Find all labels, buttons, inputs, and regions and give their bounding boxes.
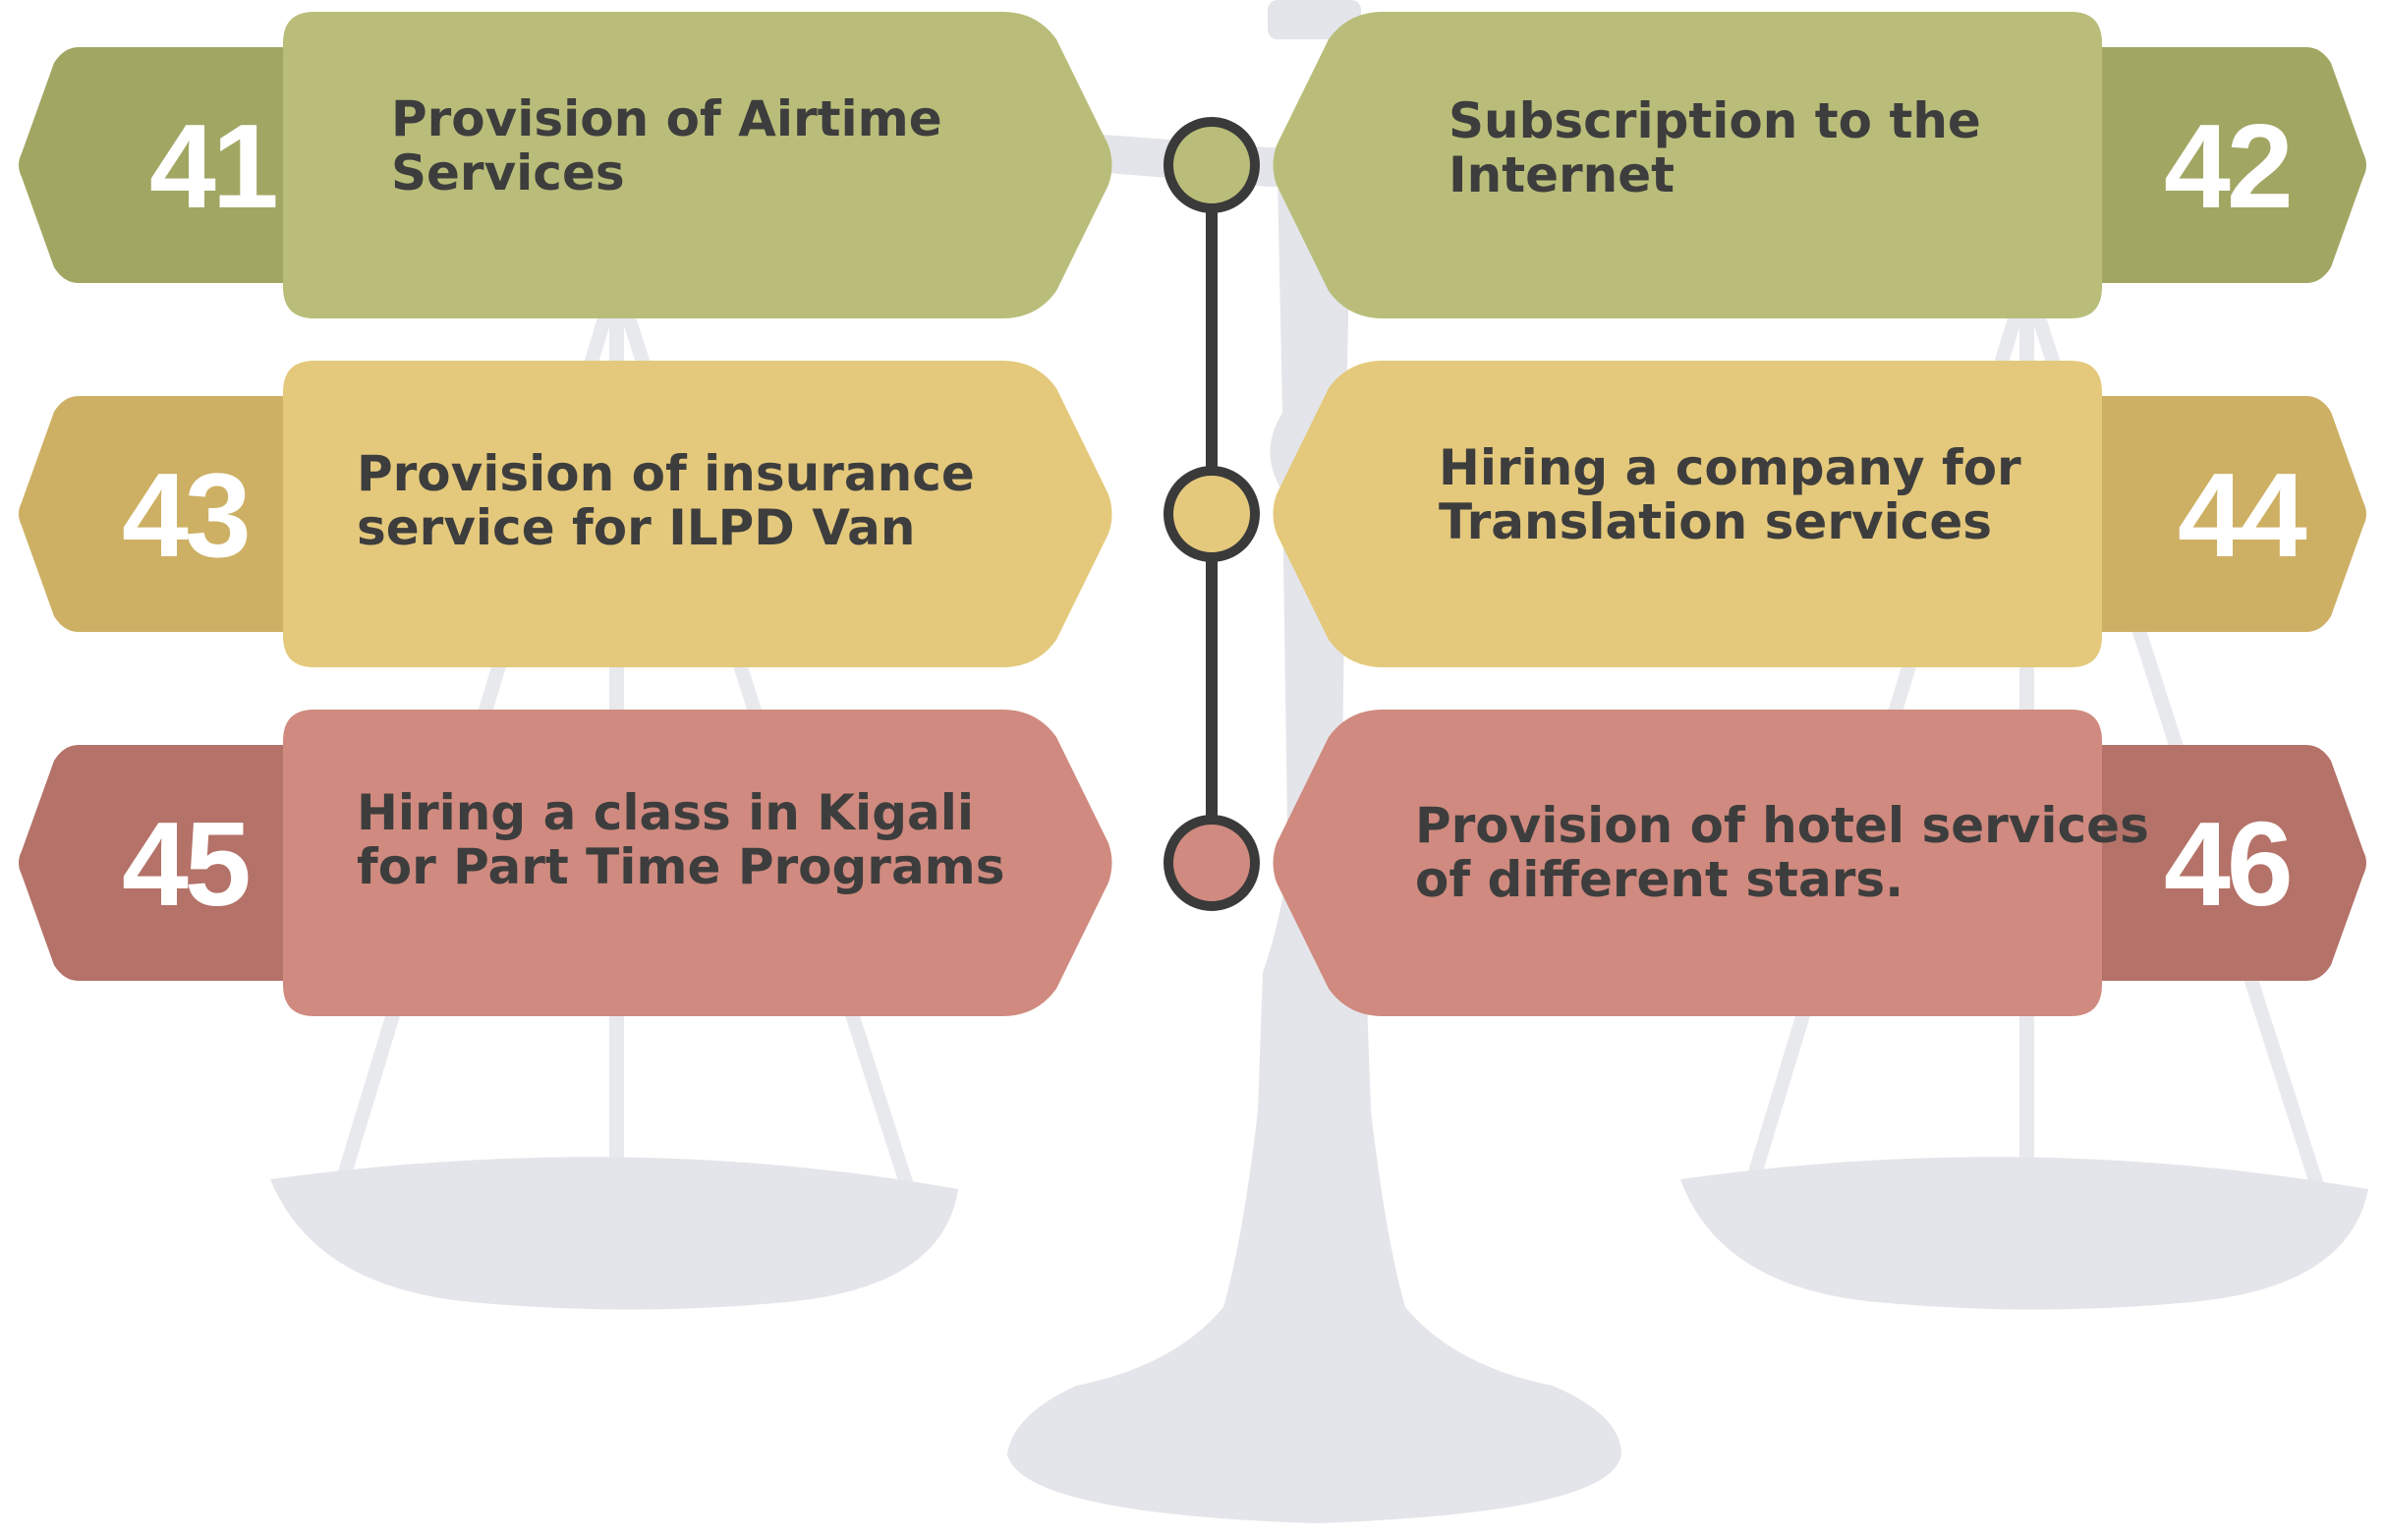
item-42-number-tab bbox=[2080, 47, 2366, 283]
timeline-node-1 bbox=[1164, 117, 1260, 213]
item-45-label: Hiring a class in Kigali for Part Time P… bbox=[357, 786, 1005, 894]
item-41-label-line-2: Services bbox=[391, 144, 625, 201]
item-44-number: 44 bbox=[2178, 448, 2307, 582]
item-46-label-line-1: Provision of hotel services bbox=[1415, 797, 2149, 854]
item-46-label-line-2: of different stars. bbox=[1415, 851, 1904, 908]
item-42-label-line-2: Internet bbox=[1448, 146, 1675, 203]
item-41-label-line-1: Provision of Airtime bbox=[391, 90, 942, 147]
item-45-label-line-2: for Part Time Programs bbox=[357, 838, 1005, 895]
item-43-number-tab bbox=[19, 396, 305, 632]
item-44-label-line-2: Translation services bbox=[1439, 493, 1993, 550]
item-44-label: Hiring a company for Translation service… bbox=[1439, 441, 2021, 549]
item-42-label: Subscription to the Internet bbox=[1448, 94, 1981, 202]
item-43-label-line-2: service for ILPD Van bbox=[357, 499, 916, 556]
item-45-number-tab bbox=[19, 745, 305, 981]
item-43-label-line-1: Provision of insurance bbox=[357, 445, 975, 502]
item-41-number-tab bbox=[19, 47, 305, 283]
item-41-box bbox=[283, 12, 1112, 318]
item-45-number: 45 bbox=[122, 797, 252, 931]
timeline-node-2 bbox=[1164, 466, 1260, 562]
item-42-number: 42 bbox=[2164, 99, 2294, 233]
item-45-label-line-1: Hiring a class in Kigali bbox=[357, 784, 975, 841]
item-46-number-tab bbox=[2080, 745, 2366, 981]
item-46-box bbox=[1273, 710, 2102, 1016]
item-46-number: 46 bbox=[2164, 797, 2294, 931]
item-45-box bbox=[283, 710, 1112, 1016]
item-44-label-line-1: Hiring a company for bbox=[1439, 439, 2021, 496]
item-41-number: 41 bbox=[149, 99, 279, 233]
timeline-node-3 bbox=[1164, 815, 1260, 911]
item-43-box bbox=[283, 361, 1112, 667]
item-44-box bbox=[1273, 361, 2102, 667]
item-42-label-line-1: Subscription to the bbox=[1448, 92, 1981, 149]
item-44-number-tab bbox=[2080, 396, 2366, 632]
item-43-label: Provision of insurance service for ILPD … bbox=[357, 447, 975, 555]
item-42-box bbox=[1273, 12, 2102, 318]
item-46-label: Provision of hotel services of different… bbox=[1415, 799, 2149, 907]
item-41-label: Provision of Airtime Services bbox=[391, 92, 942, 200]
item-43-number: 43 bbox=[122, 448, 252, 582]
